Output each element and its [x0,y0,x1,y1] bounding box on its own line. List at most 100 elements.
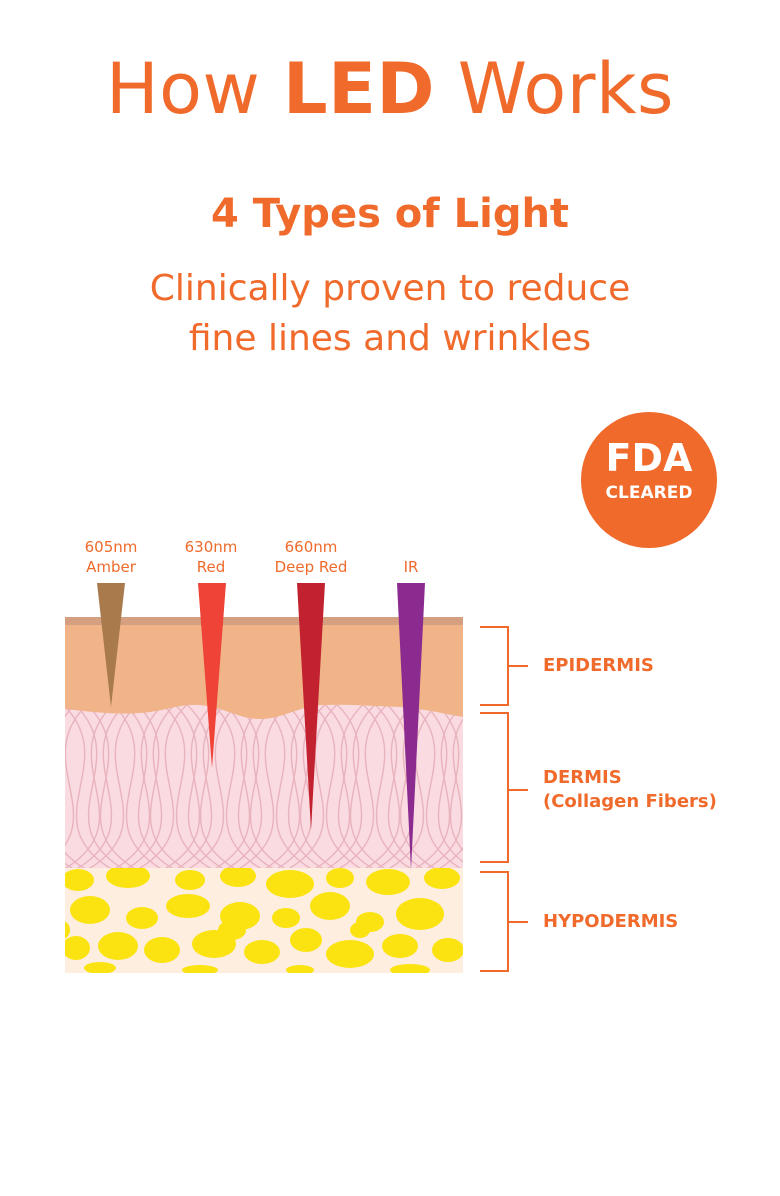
collagen-fiber [69,700,124,868]
collagen-fiber [107,700,162,868]
tagline-line-1: Clinically proven to reduce [149,268,631,309]
collagen-fiber [164,700,219,868]
tagline-line-2: fine lines and wrinkles [188,318,592,359]
collagen-fiber [238,700,293,868]
light-beam-red [198,583,226,768]
collagen-fiber [364,700,419,868]
collagen-fiber [119,700,174,868]
light-label-amber: 605nm Amber [51,537,171,577]
collagen-fiber [81,700,136,868]
collagen-fiber [8,700,63,870]
label-dermis-subtitle: (Collagen Fibers) [543,791,717,812]
collagen-fiber [219,700,274,868]
collagen-fiber [231,700,286,868]
collagen-fiber [281,700,336,868]
collagen-fiber [207,700,262,868]
fat-cell [266,870,314,898]
fat-cell [106,868,150,888]
light-label-deep-red: 660nm Deep Red [251,537,371,577]
label-dermis: DERMIS (Collagen Fibers) [543,766,717,814]
fat-cell [326,940,374,968]
collagen-fiber [482,700,537,870]
fat-cell [218,920,246,940]
title-word-how: How [105,48,261,130]
collagen-fiber [65,705,112,868]
fat-cell [70,896,110,924]
collagen-fiber [88,700,143,868]
light-name: Amber [86,558,136,576]
light-wavelength: 605nm [84,538,138,556]
light-name: Red [196,558,226,576]
fat-cell [432,938,463,962]
collagen-fiber [214,700,269,868]
fat-cell [424,868,460,889]
label-hypodermis: HYPODERMIS [543,911,679,932]
fat-cell [65,921,70,939]
collagen-fiber [181,700,236,868]
collagen-fiber [357,700,412,868]
subtitle: 4 Types of Light [210,191,570,237]
collagen-fibers [8,700,542,870]
fat-cell [272,908,300,928]
collagen-fiber [126,700,181,868]
collagen-fiber [470,700,525,870]
collagen-fiber [307,700,362,868]
fat-cell [366,869,410,895]
fat-cell [65,869,94,891]
fat-cells [65,868,463,973]
collagen-fiber [269,700,324,868]
title-word-works: Works [457,48,674,130]
collagen-fiber [407,700,462,868]
fat-cell [244,940,280,964]
collagen-fiber [419,700,463,863]
fat-cell [65,936,90,960]
collagen-fiber [487,700,542,870]
fat-cell [175,870,205,890]
collagen-fiber [438,846,463,868]
bracket-hypodermis [480,871,528,972]
fat-cell [144,937,180,963]
light-beam-amber [97,583,125,707]
collagen-fiber [65,700,69,704]
collagen-fiber [131,700,186,868]
collagen-fiber [314,700,369,868]
collagen-fiber [157,700,212,868]
skin-surface [65,617,463,625]
collagen-fiber [319,700,374,868]
collagen-fiber [288,700,343,868]
light-label-red: 630nm Red [151,537,271,577]
collagen-fiber [338,700,393,868]
collagen-fiber [381,700,436,868]
collagen-fiber [65,700,93,847]
collagen-fiber [463,700,518,870]
light-beam-deep-red [297,583,325,830]
light-beam-ir [397,583,425,870]
fat-cell [290,928,322,952]
fat-cell [126,907,158,929]
fat-cell [396,898,444,930]
collagen-fiber [264,700,319,868]
bracket-epidermis [480,626,528,706]
collagen-fiber [188,700,243,868]
collagen-fiber [65,700,119,868]
collagen-fiber [331,700,386,868]
dermis-layer [65,700,463,868]
collagen-fiber [226,700,281,868]
light-name: Deep Red [274,558,348,576]
light-label-ir: IR [351,557,471,577]
fat-cell [84,962,116,973]
page-title: How LED Works [0,44,780,134]
collagen-fiber [369,700,424,868]
fat-cell [382,934,418,958]
collagen-fiber [426,718,463,868]
fat-cell [220,868,256,887]
fat-cell [286,965,314,973]
collagen-fiber [457,700,463,706]
collagen-fiber [326,700,381,868]
fda-cleared-badge: FDA CLEARED [581,412,717,548]
collagen-fiber [138,700,193,868]
tagline: Clinically proven to reduce fine lines a… [0,264,780,364]
collagen-fiber [475,700,530,870]
label-dermis-title: DERMIS [543,767,622,788]
